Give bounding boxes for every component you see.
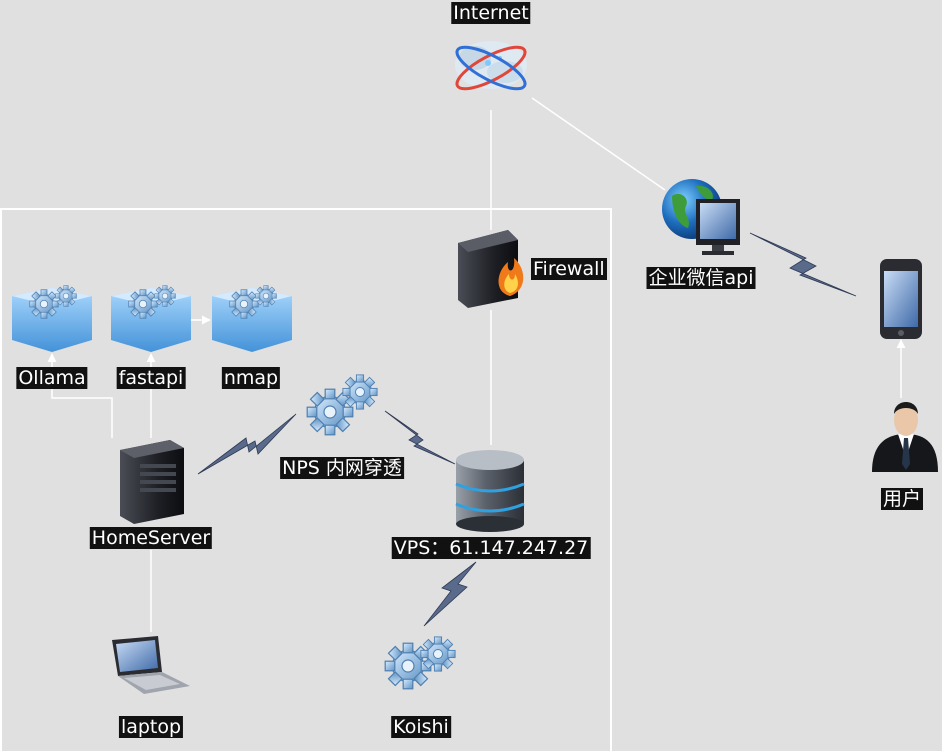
nmap-label: nmap	[221, 367, 281, 389]
vps-label: VPS：61.147.247.27	[391, 537, 591, 559]
wireless-nps-vps	[384, 410, 456, 465]
nps-label: NPS 内网穿透	[280, 457, 404, 479]
internet-label: Internet	[451, 2, 531, 24]
smartphone-icon	[880, 259, 922, 339]
ollama-label: Ollama	[16, 367, 88, 389]
wireless-homeserver-nps	[197, 413, 297, 475]
laptop-label: laptop	[118, 716, 184, 738]
user-label: 用户	[880, 488, 924, 510]
internet-cloud-icon	[455, 41, 527, 91]
laptop-icon	[112, 636, 190, 694]
wireless-vps-koishi	[423, 561, 477, 627]
firewall-icon	[458, 230, 524, 308]
user-icon	[872, 402, 938, 472]
wireless-wecom-phone	[749, 232, 857, 297]
links	[47, 97, 906, 632]
service-box-icon-nmap	[212, 285, 292, 352]
home-network-boundary	[0, 208, 612, 751]
wireless-links	[197, 232, 857, 627]
koishi-label: Koishi	[391, 716, 451, 738]
link-internet-wecom	[531, 97, 666, 191]
globe-monitor-icon	[662, 179, 740, 255]
gears-icon-nps	[306, 374, 378, 436]
wecom-api-label: 企业微信api	[646, 267, 756, 289]
database-icon	[455, 450, 525, 532]
service-box-icon-fastapi	[111, 285, 191, 352]
server-tower-icon	[120, 440, 184, 524]
firewall-label: Firewall	[531, 258, 607, 280]
gears-icon-koishi	[384, 636, 456, 690]
homeserver-label: HomeServer	[89, 527, 213, 549]
service-box-icon-ollama	[12, 285, 92, 352]
fastapi-label: fastapi	[116, 367, 186, 389]
